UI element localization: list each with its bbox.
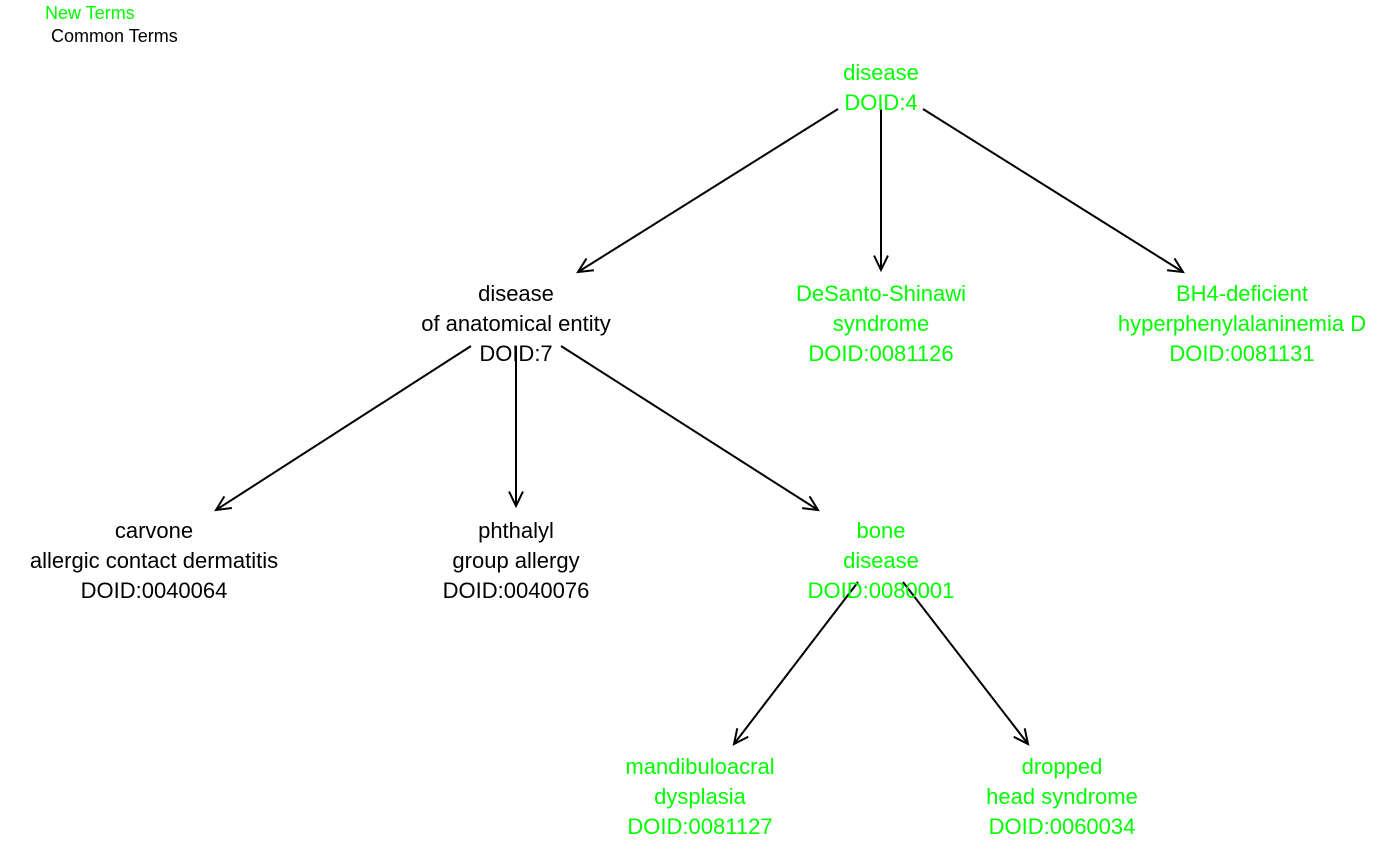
node-id-label: DOID:0040076 [443, 578, 590, 603]
node-name-label: disease [478, 281, 554, 306]
arrowhead [508, 491, 524, 509]
arrowhead [1166, 257, 1185, 274]
edge-line [215, 345, 472, 511]
node-name-label: of anatomical entity [421, 311, 611, 336]
edge-n80001-n60034 [902, 581, 1030, 746]
legend-common-terms: Common Terms [51, 26, 178, 46]
arrowhead [1013, 728, 1030, 746]
node-name-label: phthalyl [478, 518, 554, 543]
edge-line [922, 108, 1184, 273]
node-id-label: DOID:0081126 [808, 341, 953, 366]
node-name-label: syndrome [833, 311, 930, 336]
legend-new-terms: New Terms [45, 3, 135, 23]
node-name-label: bone [857, 518, 906, 543]
node-id-label: DOID:7 [479, 341, 552, 366]
edge-n4-n81126 [873, 109, 889, 273]
edge-n80001-n81127 [732, 581, 859, 746]
edge-line [577, 108, 839, 273]
node-id-label: DOID:0081131 [1169, 341, 1314, 366]
edge-n4-n7 [576, 108, 839, 274]
node-name-label: group allergy [452, 548, 579, 573]
node-name-label: DeSanto-Shinawi [796, 281, 966, 306]
arrowhead [873, 255, 889, 273]
node-id-label: DOID:0060034 [989, 814, 1136, 839]
node-name-label: dysplasia [654, 784, 746, 809]
arrowhead [214, 495, 233, 512]
node-id-label: DOID:0081127 [627, 814, 772, 839]
node-id-label: DOID:0040064 [81, 578, 228, 603]
edges [214, 108, 1185, 746]
node-name-label: dropped [1022, 754, 1103, 779]
node-name-label: mandibuloacral [625, 754, 774, 779]
node-name-label: hyperphenylalaninemia D [1118, 311, 1366, 336]
node-n81131: BH4-deficient hyperphenylalaninemia D DOID… [1118, 281, 1366, 366]
edge-line [902, 581, 1029, 745]
edge-n7-n80001 [560, 345, 820, 512]
node-name-label: disease [843, 60, 919, 85]
edge-n7-n40076 [508, 346, 524, 509]
legend: New Terms Common Terms [45, 3, 178, 46]
node-name-label: head syndrome [986, 784, 1138, 809]
node-name-label: BH4-deficient [1176, 281, 1308, 306]
edge-line [733, 581, 859, 745]
edge-line [560, 345, 819, 511]
edge-n4-n81131 [922, 108, 1185, 274]
node-name-label: carvone [115, 518, 193, 543]
node-id-label: DOID:4 [844, 90, 917, 115]
edge-n7-n40064 [214, 345, 472, 512]
arrowhead [576, 257, 595, 274]
node-name-label: disease [843, 548, 919, 573]
node-id-label: DOID:0080001 [808, 578, 955, 603]
arrowhead [801, 495, 820, 512]
arrowhead [732, 728, 749, 746]
node-name-label: allergic contact dermatitis [30, 548, 278, 573]
node-n40064: carvone allergic contact dermatitisDOID:0… [30, 518, 278, 603]
